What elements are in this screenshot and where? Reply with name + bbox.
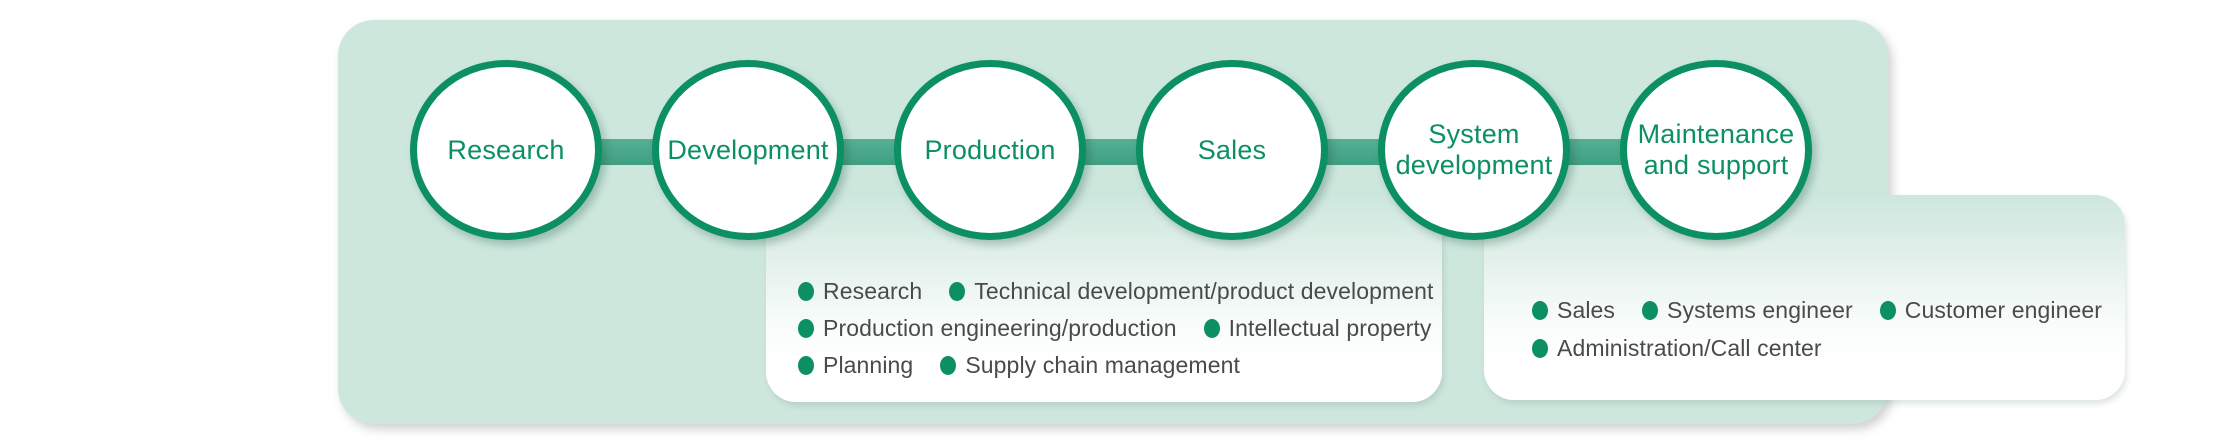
bullet-item: Planning [798, 352, 913, 379]
stage-circle-label: Research [447, 134, 565, 165]
bullet-label: Systems engineer [1667, 296, 1853, 323]
stage-circle-label: Production [924, 134, 1056, 165]
bullet-label: Technical development/product developmen… [974, 277, 1434, 304]
bullet-row: Planning Supply chain management [798, 351, 1442, 379]
stage-circle-research: Research [410, 60, 602, 240]
stage-circle-label: Maintenance and support [1637, 119, 1795, 180]
bullet-label: Supply chain management [965, 351, 1240, 378]
roles-panel-sales-service: Sales Systems engineer Customer engineer [1484, 195, 2125, 400]
bullet-label: Sales [1557, 296, 1616, 323]
bullet-dot-icon [940, 355, 957, 375]
bullet-label: Planning [823, 351, 914, 378]
bullet-dot-icon [1203, 318, 1220, 338]
bullet-item: Intellectual property [1203, 314, 1432, 342]
bullet-dot-icon [949, 281, 966, 301]
stage-circle-development: Development [652, 60, 844, 240]
stage-circle-maintenance-support: Maintenance and support [1620, 60, 1812, 240]
stage-circle-label: Development [667, 134, 829, 165]
stage-circle-label: Sales [1197, 134, 1267, 165]
bullet-label: Research [823, 277, 923, 304]
stage-circle-sales: Sales [1136, 60, 1328, 240]
bullet-dot-icon [798, 355, 814, 375]
bullet-dot-icon [1642, 300, 1659, 320]
bullet-item: Sales [1532, 297, 1615, 324]
bullet-item: Technical development/product developmen… [949, 278, 1433, 305]
bullet-dot-icon [798, 281, 814, 301]
stage-circle-production: Production [894, 60, 1086, 240]
bullet-item: Research [798, 278, 922, 305]
bullet-item: Systems engineer [1642, 297, 1853, 324]
bullet-dot-icon [1532, 338, 1548, 358]
stage-circle-label: System development [1395, 119, 1553, 180]
roles-panel-manufacturing: Research Technical development/product d… [766, 195, 1442, 402]
stage-circle-system-development: System development [1378, 60, 1570, 240]
bullet-dot-icon [1879, 300, 1896, 320]
bullet-row: Production engineering/production Intell… [798, 314, 1442, 342]
bullet-row: Sales Systems engineer Customer engineer [1532, 296, 2125, 324]
bullet-list: Research Technical development/product d… [798, 277, 1442, 379]
bullet-row: Research Technical development/product d… [798, 277, 1442, 305]
bullet-list: Sales Systems engineer Customer engineer [1532, 296, 2125, 362]
bullet-row: Administration/Call center [1532, 334, 2125, 362]
bullet-dot-icon [1532, 300, 1548, 320]
bullet-item: Customer engineer [1879, 296, 2103, 324]
bullet-item: Production engineering/production [798, 315, 1177, 342]
bullet-item: Supply chain management [940, 352, 1240, 379]
diagram-background: Research Technical development/product d… [338, 20, 2125, 424]
bullet-label: Customer engineer [1904, 296, 2103, 323]
bullet-label: Administration/Call center [1557, 334, 1822, 361]
bullet-label: Intellectual property [1228, 314, 1432, 341]
bullet-item: Administration/Call center [1532, 335, 1822, 362]
bullet-dot-icon [798, 318, 814, 338]
bullet-label: Production engineering/production [823, 314, 1177, 341]
